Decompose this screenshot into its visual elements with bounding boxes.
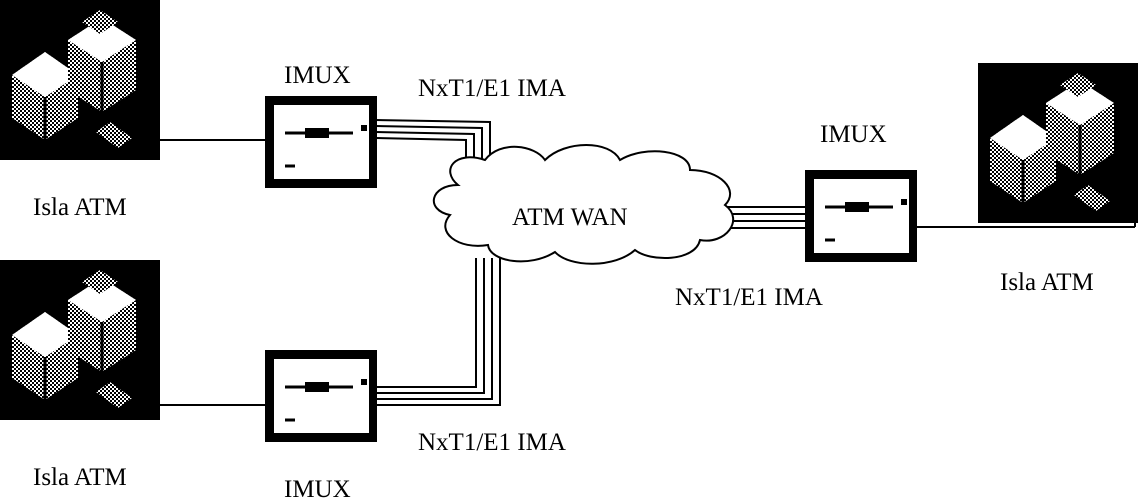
site-label-3: Isla ATM	[1000, 269, 1094, 296]
site-label-2: Isla ATM	[33, 464, 127, 491]
trunk-imux2	[375, 258, 500, 405]
building-icon-site1	[0, 0, 160, 160]
imux-label-3: IMUX	[820, 121, 887, 148]
building-icon-site3	[978, 63, 1138, 223]
imux-label-1: IMUX	[284, 62, 351, 89]
site-label-1: Isla ATM	[33, 194, 127, 221]
trunk-imux3	[725, 207, 805, 228]
link-label-3: NxT1/E1 IMA	[418, 429, 566, 456]
imux-label-2: IMUX	[284, 476, 351, 500]
imux-icon-3	[805, 170, 917, 262]
imux-icon-1	[265, 96, 377, 188]
link-label-2: NxT1/E1 IMA	[675, 284, 823, 311]
atm-wan-label: ATM WAN	[512, 204, 628, 231]
imux-icon-2	[265, 350, 377, 442]
building-icon-site2	[0, 260, 160, 420]
link-label-1: NxT1/E1 IMA	[418, 75, 566, 102]
